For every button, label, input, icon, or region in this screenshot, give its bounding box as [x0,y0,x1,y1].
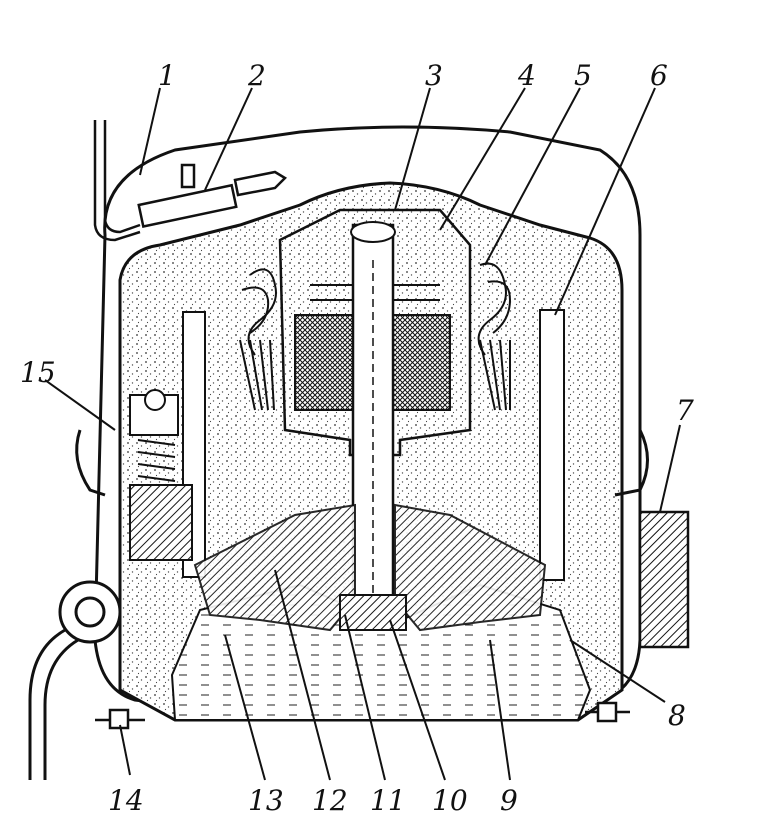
stator-right [389,314,451,411]
label-6: 6 [650,59,668,92]
motor-frame [278,208,472,457]
label-14: 14 [108,784,144,817]
label-12: 12 [312,784,348,817]
suction-valve [93,120,288,242]
discharge-pipe [28,580,122,780]
suspension-spring [129,389,179,482]
label-1: 1 [158,59,176,92]
label-13: 13 [248,784,284,817]
mounting-foot-left [95,708,145,730]
leader-lines [44,87,681,781]
discharge-tube-right [539,309,565,581]
mounting-foot-right [585,701,630,723]
label-3: 3 [425,59,443,92]
stator-left [294,314,356,411]
label-5: 5 [574,59,592,92]
label-11: 11 [370,784,406,817]
label-10: 10 [432,784,468,817]
label-2: 2 [247,59,266,92]
winding-left [239,268,277,411]
muffler-block [129,484,193,561]
side-loop-left [75,429,106,497]
label-15: 15 [20,356,56,389]
bearing-housing [339,594,407,631]
label-4: 4 [517,59,536,92]
terminal-box [638,510,690,649]
label-7: 7 [676,394,694,427]
label-8: 8 [668,699,686,732]
label-9: 9 [500,784,518,817]
side-loop-right [614,429,649,497]
winding-right [477,262,512,411]
